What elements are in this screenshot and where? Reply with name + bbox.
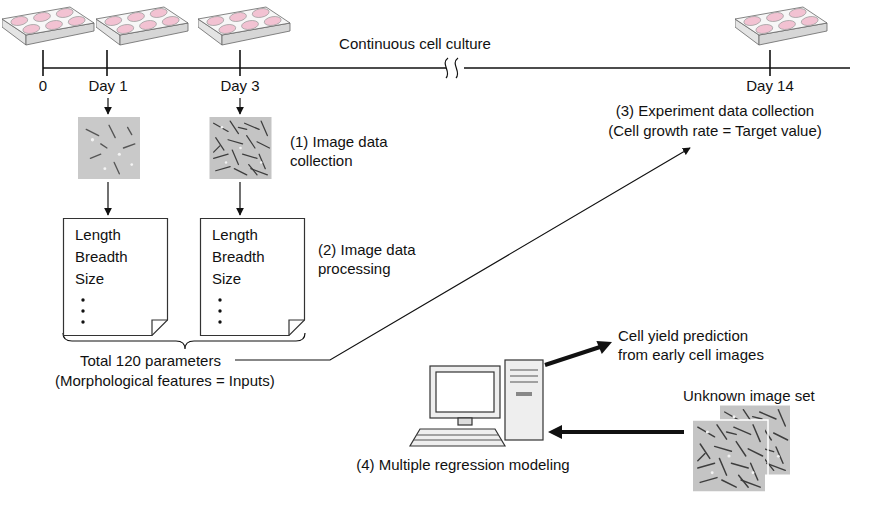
day-label: Day 14 (746, 76, 794, 95)
day-label: 0 (39, 76, 47, 95)
parameter-item: Size (75, 268, 158, 290)
parameter-item: Size (212, 268, 295, 290)
step-label: (4) Multiple regression modeling (356, 455, 569, 474)
step-note: (Cell growth rate = Target value) (608, 121, 822, 140)
parameter-item: Length (212, 224, 295, 246)
inputs-note: (Morphological features = Inputs) (55, 371, 275, 390)
total-label: Total 120 parameters (80, 351, 221, 370)
step-label: (3) Experiment data collection (616, 101, 814, 120)
parameter-sheet: LengthBreadthSize (63, 218, 168, 336)
step-label: (1) Image data collection (290, 132, 402, 170)
day-label: Day 1 (88, 76, 127, 95)
parameter-item: Length (75, 224, 158, 246)
step-label: (2) Image data processing (318, 240, 430, 278)
parameter-item: Breadth (75, 246, 158, 268)
day-label: Day 3 (220, 76, 259, 95)
parameter-item: Breadth (212, 246, 295, 268)
timeline-title: Continuous cell culture (339, 34, 491, 53)
parameter-sheet: LengthBreadthSize (200, 218, 305, 336)
output-label: Cell yield prediction from early cell im… (618, 326, 778, 364)
image-set-label: Unknown image set (683, 386, 815, 405)
